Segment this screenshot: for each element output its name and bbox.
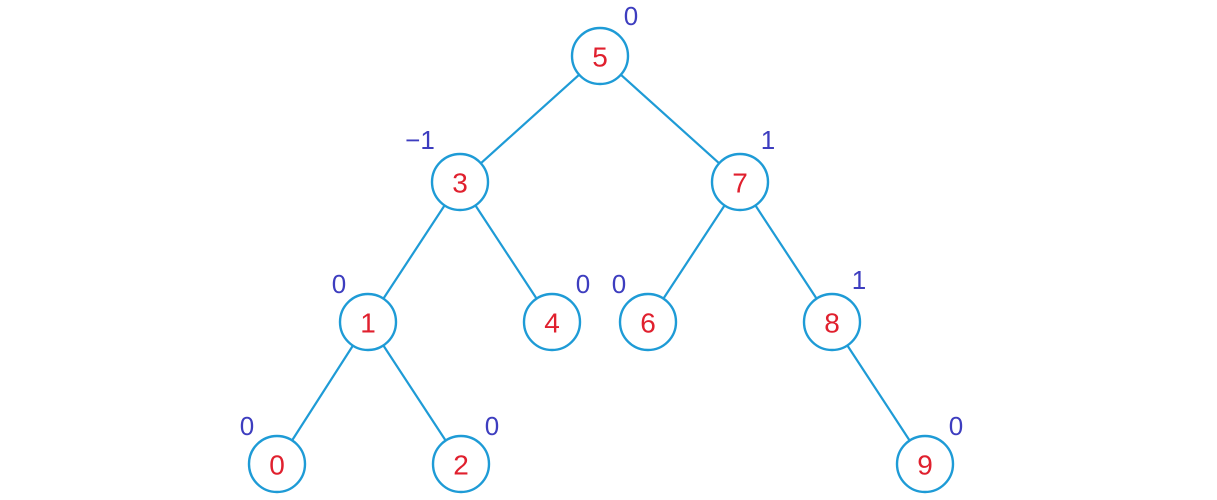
tree-edges <box>291 73 911 442</box>
node-value: 0 <box>269 450 285 481</box>
balance-factor-label: −1 <box>405 125 435 155</box>
node-circle <box>430 152 490 212</box>
node-circle <box>247 434 307 494</box>
edge-n8-n9 <box>846 344 911 442</box>
node-value: 8 <box>824 308 840 339</box>
node-value: 5 <box>592 42 608 73</box>
tree-node-2: 20 <box>431 411 499 494</box>
node-circle <box>710 152 770 212</box>
node-value: 3 <box>452 168 468 199</box>
edge-n3-n4 <box>474 204 538 300</box>
tree-node-0: 00 <box>240 411 307 494</box>
node-value: 6 <box>640 308 656 339</box>
tree-node-6: 60 <box>612 269 678 352</box>
tree-node-8: 81 <box>802 265 866 352</box>
node-value: 7 <box>732 168 748 199</box>
edge-n1-n2 <box>382 344 447 442</box>
balance-factor-label: 0 <box>485 411 499 441</box>
node-circle <box>338 292 398 352</box>
balance-factor-label: 0 <box>576 269 590 299</box>
balance-factor-label: 1 <box>761 125 775 155</box>
edge-n7-n6 <box>662 204 726 300</box>
edge-n5-n3 <box>480 73 580 165</box>
edge-n1-n0 <box>291 345 354 441</box>
tree-node-1: 10 <box>332 269 398 352</box>
node-circle <box>802 292 862 352</box>
node-circle <box>431 434 491 494</box>
tree-node-7: 71 <box>710 125 775 212</box>
node-circle <box>522 292 582 352</box>
node-circle <box>618 292 678 352</box>
tree-node-5: 50 <box>570 1 638 86</box>
edge-n3-n1 <box>382 204 446 300</box>
tree-node-4: 40 <box>522 269 590 352</box>
node-circle <box>570 26 630 86</box>
tree-node-3: 3 −1 <box>405 125 490 212</box>
tree-node-9: 90 <box>895 411 963 494</box>
balance-factor-label: 1 <box>852 265 866 295</box>
node-value: 9 <box>917 450 933 481</box>
node-value: 1 <box>360 308 376 339</box>
node-value: 2 <box>453 450 469 481</box>
edge-n5-n7 <box>620 73 720 165</box>
balance-factor-label: 0 <box>240 411 254 441</box>
balance-factor-label: 0 <box>949 411 963 441</box>
node-circle <box>895 434 955 494</box>
balance-factor-label: 0 <box>612 269 626 299</box>
edge-n7-n8 <box>754 204 818 300</box>
balance-factor-label: 0 <box>332 269 346 299</box>
node-value: 4 <box>544 308 560 339</box>
balance-factor-label: 0 <box>624 1 638 31</box>
